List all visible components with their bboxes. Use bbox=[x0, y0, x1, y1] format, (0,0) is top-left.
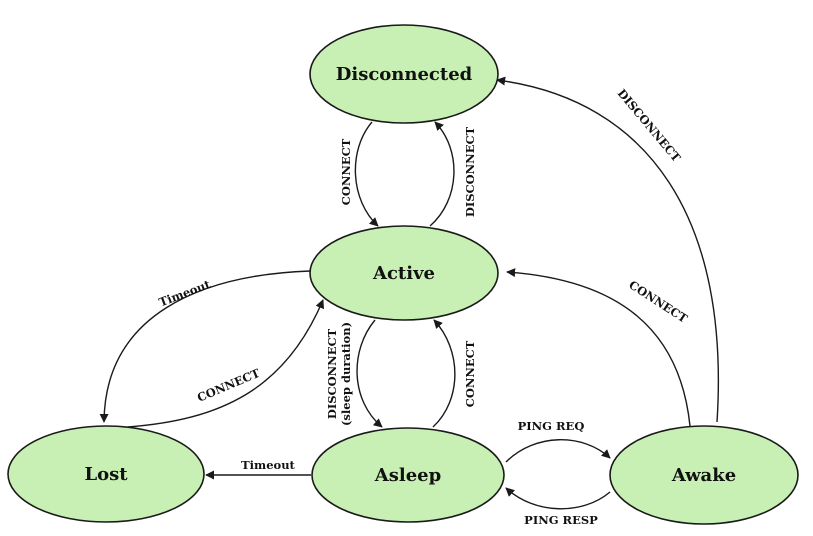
edge-asleep-to-active bbox=[432, 319, 456, 428]
edge-awake-to-disconnected bbox=[496, 76, 719, 423]
edge-label-asleep-to-lost: Timeout bbox=[241, 458, 295, 472]
state-disconnected: Disconnected bbox=[309, 24, 499, 124]
edge-label-asleep-to-awake: PING REQ bbox=[518, 419, 585, 433]
state-awake: Awake bbox=[609, 425, 799, 525]
state-lost: Lost bbox=[7, 425, 205, 523]
edge-label-awake-to-disconnected: DISCONNECT bbox=[615, 86, 684, 165]
edge-label-awake-to-asleep: PING RESP bbox=[524, 513, 598, 527]
edge-label-active-to-lost: Timeout bbox=[157, 277, 213, 310]
edge-awake-to-asleep bbox=[505, 487, 611, 510]
edge-label-lost-to-active: CONNECT bbox=[195, 366, 262, 405]
edge-active-to-lost bbox=[99, 270, 311, 423]
edge-label-awake-to-active: CONNECT bbox=[626, 278, 690, 326]
state-awake-label: Awake bbox=[671, 465, 736, 486]
edge-label-disconnected-to-active: CONNECT bbox=[339, 138, 353, 205]
state-active: Active bbox=[309, 225, 499, 321]
state-active-label: Active bbox=[372, 263, 435, 284]
edge-label-active-to-asleep-line1: DISCONNECT bbox=[325, 328, 339, 419]
edge-disconnected-to-active bbox=[354, 121, 379, 227]
edge-active-to-disconnected bbox=[429, 121, 455, 227]
edge-label-asleep-to-active: CONNECT bbox=[463, 340, 477, 407]
edge-active-to-asleep bbox=[356, 319, 383, 428]
edge-label-active-to-disconnected: DISCONNECT bbox=[463, 126, 477, 217]
edge-lost-to-active bbox=[127, 299, 324, 428]
edge-label-active-to-asleep-line2: (sleep duration) bbox=[339, 322, 353, 426]
state-lost-label: Lost bbox=[84, 464, 128, 485]
state-asleep-label: Asleep bbox=[374, 465, 441, 486]
edge-asleep-to-awake bbox=[505, 439, 611, 463]
state-asleep: Asleep bbox=[311, 427, 505, 523]
edge-awake-to-active bbox=[506, 268, 691, 427]
state-disconnected-label: Disconnected bbox=[336, 64, 473, 85]
